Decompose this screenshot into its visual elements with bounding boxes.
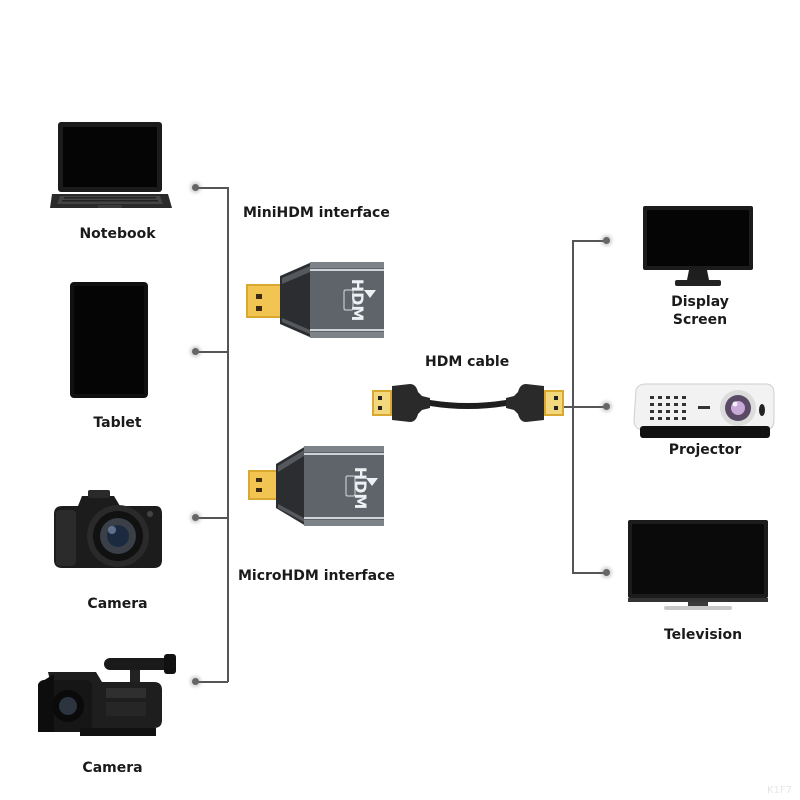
connector-dot <box>192 184 199 191</box>
camera-icon <box>54 490 162 568</box>
watermark: K1F7 <box>766 785 792 796</box>
connector-display <box>572 240 606 242</box>
monitor-icon <box>643 206 753 286</box>
connector-notebook <box>196 187 228 189</box>
cable-label: HDM cable <box>425 354 510 370</box>
television-icon <box>628 520 768 610</box>
adapter-label-mini: MiniHDM interface <box>243 205 390 221</box>
source-label-video-camera: Camera <box>82 760 143 776</box>
connector-dot <box>603 237 610 244</box>
projector-icon <box>633 383 775 438</box>
connector-projector <box>560 406 606 408</box>
output-label-television: Television <box>663 627 743 643</box>
adapter-logo-text: HDM <box>348 279 367 322</box>
connector-tablet <box>196 351 228 353</box>
adapter-label-micro: MicroHDM interface <box>238 568 395 584</box>
connector-dot <box>192 678 199 685</box>
connector-dot <box>192 348 199 355</box>
output-label-display-line1: Display <box>671 294 729 310</box>
source-label-tablet: Tablet <box>93 415 142 431</box>
hdmi-cable-icon <box>372 384 564 422</box>
connector-dot <box>192 514 199 521</box>
mini-hdmi-adapter-icon: HDM <box>246 262 384 338</box>
connector-dot <box>603 569 610 576</box>
adapter-logo-text: HDM <box>351 467 370 510</box>
connector-camera <box>196 517 228 519</box>
connector-television <box>572 572 606 574</box>
source-label-camera: Camera <box>87 596 148 612</box>
output-label-display: Display Screen <box>645 293 755 329</box>
source-label-notebook: Notebook <box>79 226 156 242</box>
output-label-projector: Projector <box>668 442 742 458</box>
laptop-icon <box>50 122 172 208</box>
video-camera-icon <box>38 654 176 736</box>
connector-dot <box>603 403 610 410</box>
micro-hdmi-adapter-icon: HDM <box>248 446 384 526</box>
output-label-display-line2: Screen <box>672 312 728 328</box>
connector-video-camera <box>196 681 228 683</box>
left-bus-line <box>227 187 229 682</box>
tablet-icon <box>70 282 148 398</box>
